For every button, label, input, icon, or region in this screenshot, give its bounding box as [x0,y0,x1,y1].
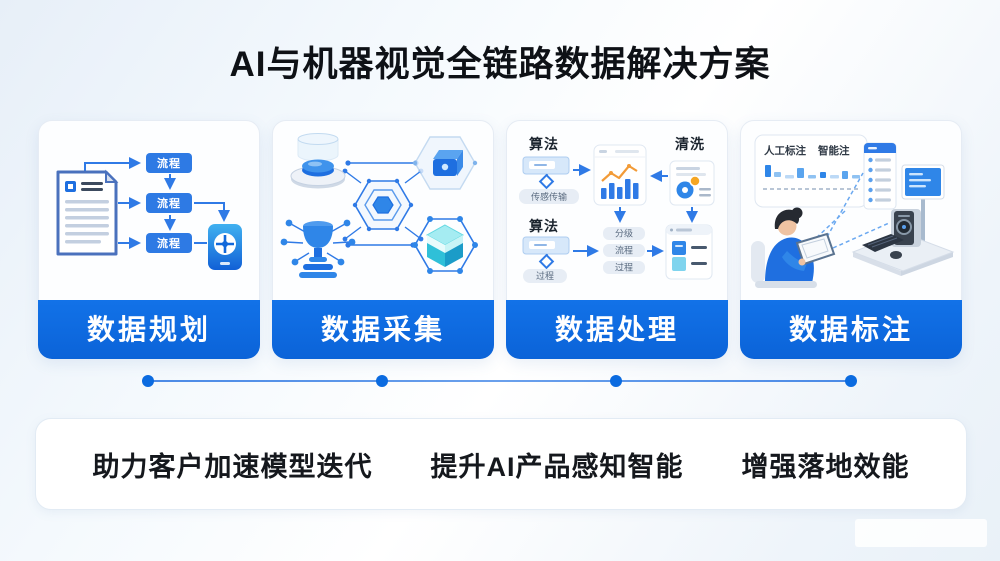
flow-box: 流程 [146,153,192,173]
network-trophy-icon [280,219,356,278]
timeline-dot [845,375,857,387]
card-data-processing: 算法 传感传输 [506,120,728,359]
algorithm-label: 算法 [529,218,559,234]
algorithm-widget [522,236,570,270]
benefits-bar: 助力客户加速模型迭代 提升AI产品感知智能 增强落地效能 [35,418,967,510]
database-doc-icon [665,224,713,280]
card-data-annotation: 人工标注 智能注 [740,120,962,359]
svg-text:流程: 流程 [615,245,633,256]
timeline-dot [142,375,154,387]
card-data-collection: 数据采集 [272,120,494,359]
timeline-line [148,380,851,382]
page-title: AI与机器视觉全链路数据解决方案 [229,45,771,84]
mouse-icon [890,251,902,259]
watermark-patch [855,519,987,547]
timeline-dot [376,375,388,387]
flow-box: 流程 [146,193,192,213]
flow-box: 流程 [146,233,192,253]
svg-text:流程: 流程 [157,156,181,170]
benefit-item: 增强落地效能 [741,451,910,482]
transfer-pill: 传感传输 [519,189,579,204]
svg-text:传感传输: 传感传输 [531,191,567,202]
planning-device-icon [208,224,242,270]
collection-illustration [273,121,493,299]
clean-label: 清洗 [675,136,705,152]
svg-text:智能注: 智能注 [817,144,850,157]
card-data-planning: 流程 流程 流程 数据规划 [38,120,260,359]
benefit-item: 提升AI产品感知智能 [430,451,684,482]
hex-network-icon [342,168,424,242]
svg-text:人工标注: 人工标注 [764,144,806,157]
clean-doc-icon [669,160,715,206]
card-label-data-planning: 数据规划 [38,300,260,359]
card-label-data-annotation: 数据标注 [740,300,962,359]
person-annotator [751,207,836,288]
svg-text:流程: 流程 [157,196,181,210]
list-doc-icon [863,142,897,210]
svg-text:过程: 过程 [615,262,633,273]
annotation-illustration: 人工标注 智能注 [741,121,961,299]
document-icon [56,169,119,256]
stage-pills: 分级 流程 过程 [603,227,645,274]
cube-hex-icon [412,136,478,190]
chart-doc-icon [593,144,647,206]
annotation-panel: 人工标注 智能注 [754,134,868,208]
svg-text:过程: 过程 [536,270,554,281]
processing-illustration: 算法 传感传输 [507,121,727,299]
svg-text:分级: 分级 [615,228,633,239]
keyboard-icon [862,234,904,252]
sensor-button-icon [290,133,346,189]
process-pill: 过程 [523,269,567,283]
algorithm-widget [522,156,570,190]
benefit-item: 助力客户加速模型迭代 [92,451,373,482]
svg-text:流程: 流程 [157,236,181,250]
monitor-icon [901,164,945,245]
card-label-data-collection: 数据采集 [272,300,494,359]
timeline-dot [610,375,622,387]
planning-illustration: 流程 流程 流程 [39,121,259,299]
card-label-data-processing: 数据处理 [506,300,728,359]
algorithm-label: 算法 [529,136,559,152]
layered-cube-icon [412,216,478,274]
